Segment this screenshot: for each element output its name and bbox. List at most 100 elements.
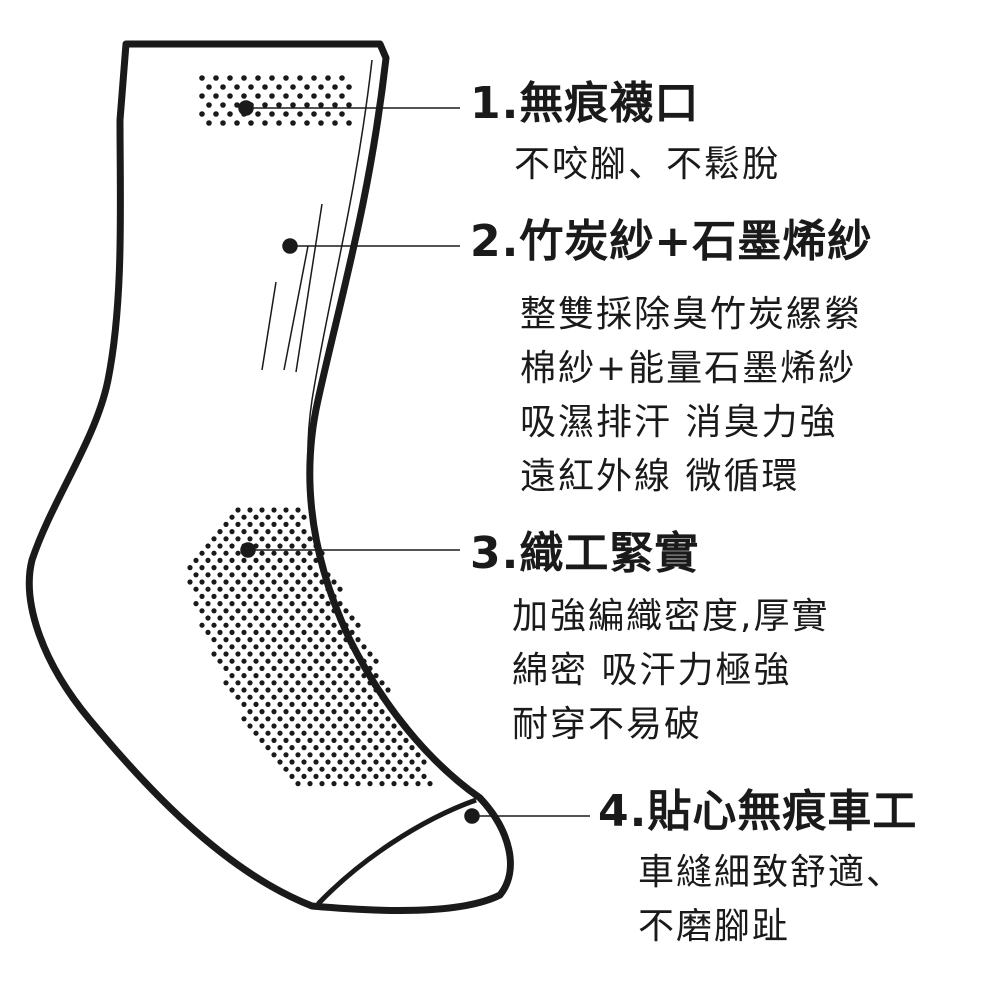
callout-desc-2: 整雙採除臭竹炭縲縈 棉紗+能量石墨烯紗 吸濕排汗 消臭力強 遠紅外線 微循環 [520,288,872,504]
texture-dot [355,665,361,672]
texture-dot [265,730,271,736]
texture-dot [318,84,324,90]
texture-dot [295,737,301,744]
texture-dot [325,586,331,592]
texture-dot [253,716,259,722]
texture-dot [277,586,283,592]
texture-dot [205,543,211,549]
texture-dot [265,687,271,693]
texture-dot [349,644,355,650]
texture-dot [295,579,301,585]
texture-dot [259,637,265,643]
texture-dot [271,723,277,729]
texture-dot [331,665,337,672]
texture-dot [391,723,397,729]
texture-dot [379,709,385,715]
texture-dot [217,586,223,592]
texture-dot [199,579,205,585]
texture-dot [304,120,310,126]
texture-dot [234,120,240,126]
texture-dot [229,601,235,607]
texture-dot [253,673,259,679]
texture-dot [307,550,313,556]
texture-dot [349,673,355,679]
texture-dot [367,781,373,787]
texture-dot [234,84,240,90]
texture-dot [331,637,337,643]
texture-dot [343,752,349,758]
texture-dot [223,608,229,614]
desc-line: 不咬腳、不鬆脫 [514,144,781,185]
texture-dot [259,550,265,556]
texture-dot [319,565,325,571]
texture-dot [223,579,229,585]
texture-dot [301,557,307,564]
texture-dot [379,737,385,744]
texture-dot [355,680,361,686]
texture-dot [343,680,349,686]
texture-dot [213,75,219,81]
texture-dot [295,521,301,528]
texture-dot [301,773,307,780]
texture-dot [206,84,212,90]
desc-line: 吸濕排汗 消臭力強 [520,402,838,443]
texture-dot [313,759,319,765]
texture-dot [373,658,379,664]
texture-dot [255,75,261,81]
texture-dot [409,745,415,751]
texture-dot [235,608,241,614]
texture-dot [247,608,253,614]
texture-dot [235,680,241,686]
texture-dot [349,687,355,693]
texture-dot [211,637,217,643]
callout-title-4: 4.貼心無痕車工 [598,786,918,837]
texture-dot [283,637,289,643]
texture-dot [271,694,277,700]
texture-dot [403,752,409,758]
texture-dot [319,550,325,556]
texture-dot [271,637,277,643]
texture-dot [217,644,223,650]
texture-dot [367,651,373,657]
texture-dot [343,622,349,628]
texture-dot [331,579,337,585]
texture-dot [295,680,301,686]
texture-dot [277,514,283,520]
texture-dot [289,572,295,578]
texture-dot [313,644,319,650]
fiber-strokes [261,203,323,373]
texture-dot [311,93,317,99]
texture-dot [373,759,379,765]
texture-dot [373,773,379,780]
callout-title-3: 3.織工緊實 [470,528,700,579]
texture-dot [271,665,277,672]
texture-dot [211,536,217,542]
texture-dot [355,781,361,787]
desc-line: 遠紅外線 微循環 [520,456,800,497]
texture-dot [283,550,289,556]
texture-dot [379,766,385,772]
texture-dot [205,557,211,564]
texture-dot [331,723,337,729]
texture-dot [361,673,367,679]
texture-dot [277,730,283,736]
texture-dot [253,644,259,650]
texture-dot [385,730,391,736]
texture-dot [301,572,307,578]
texture-dot [373,716,379,722]
texture-dot [313,773,319,780]
texture-dot [241,572,247,578]
texture-dot [397,716,403,722]
texture-dot [307,709,313,715]
texture-dot [391,781,397,787]
texture-dot [313,586,319,592]
texture-dot [283,766,289,772]
texture-dot [373,687,379,693]
texture-dot [307,593,313,600]
texture-dot [277,601,283,607]
texture-dot [253,701,259,708]
texture-dot [229,572,235,578]
texture-dot [253,557,259,564]
texture-dot [235,550,241,556]
texture-dot [319,752,325,758]
